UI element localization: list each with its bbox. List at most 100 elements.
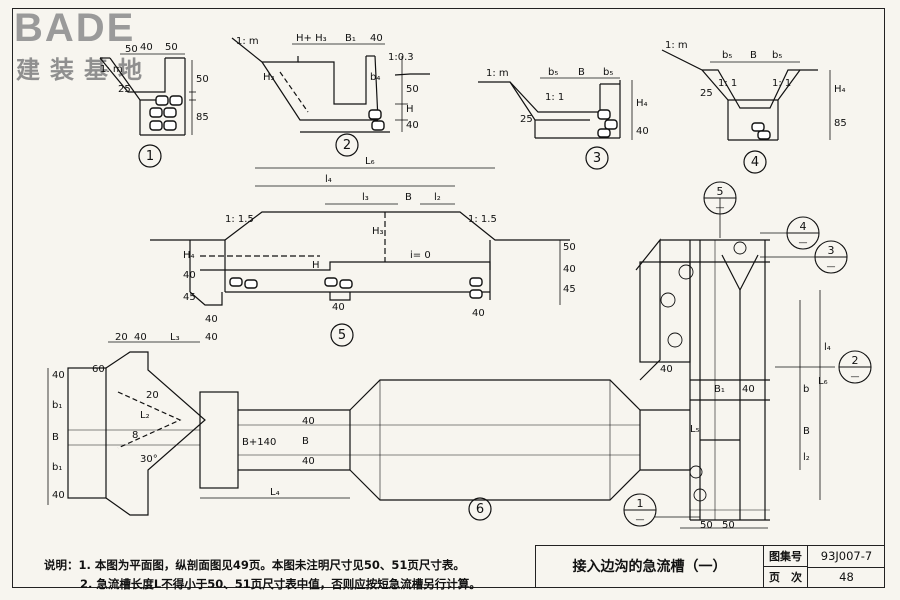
callout-4-number: 4 bbox=[800, 220, 807, 233]
section-2-drawing bbox=[231, 37, 430, 133]
s2-dim-5: H₃ bbox=[263, 72, 275, 83]
s4-dim-8: 85 bbox=[834, 118, 847, 129]
s5-dim-7: H₃ bbox=[372, 226, 384, 237]
section-4-number: 4 bbox=[751, 155, 759, 170]
callout-4-sub: — bbox=[799, 238, 808, 248]
s3-dim-1: b₅ bbox=[548, 67, 558, 78]
s4-dim-7: H₄ bbox=[834, 84, 846, 95]
s5-dim-4: l₂ bbox=[434, 192, 441, 203]
section-5-number: 5 bbox=[338, 328, 346, 343]
s1-dim-2: 50 bbox=[165, 42, 178, 53]
s5-dim-14: 40 bbox=[205, 314, 218, 325]
s6-dim-16: B bbox=[302, 436, 309, 447]
page-label: 页 次 bbox=[764, 567, 808, 588]
s6-dim-21: 40 bbox=[742, 384, 755, 395]
s4-dim-0: 1: m bbox=[665, 40, 688, 51]
section-6-number: 6 bbox=[476, 502, 484, 517]
s5-dim-11: 50 bbox=[563, 242, 576, 253]
s5-dim-9: i= 0 bbox=[410, 250, 431, 261]
logo-chinese: 建装基地 bbox=[16, 56, 152, 84]
section-2-marker bbox=[335, 133, 359, 157]
drawing-frame bbox=[12, 8, 885, 588]
title-block: 接入边沟的急流槽（一） 图集号 93J007-7 页 次 48 bbox=[535, 545, 885, 588]
callout-5-sub: — bbox=[716, 203, 725, 213]
s3-dim-4: 1: 1 bbox=[545, 92, 564, 103]
callout-1-sub: — bbox=[636, 515, 645, 525]
s5-dim-17: 40 bbox=[472, 308, 485, 319]
section-6-drawing bbox=[47, 341, 690, 516]
s2-dim-1: H+ H₃ bbox=[296, 33, 327, 44]
s2-dim-0: 1: m bbox=[236, 36, 259, 47]
note-1: 1. 本图为平面图，纵剖面图见49页。本图未注明尺寸见50、51页尺寸表。 bbox=[78, 558, 465, 572]
s6-dim-23: l₄ bbox=[824, 342, 831, 353]
s1-dim-3: 1: m bbox=[100, 64, 123, 75]
s6-dim-15: 40 bbox=[302, 416, 315, 427]
s5-dim-1: l₄ bbox=[325, 174, 332, 185]
s6-dim-11: L₂ bbox=[140, 410, 150, 421]
s6-dim-26: B bbox=[803, 426, 810, 437]
s5-dim-2: l₃ bbox=[362, 192, 369, 203]
s6-dim-12: 8 bbox=[132, 430, 138, 441]
section-4-drawing bbox=[661, 49, 831, 141]
section-1-drawing bbox=[99, 53, 196, 136]
atlas-label: 图集号 bbox=[764, 546, 808, 567]
s3-dim-5: 25 bbox=[520, 114, 533, 125]
s6-dim-18: L₄ bbox=[270, 487, 280, 498]
s2-dim-6: b₄ bbox=[370, 72, 380, 83]
junction-plan bbox=[635, 198, 835, 529]
s5-dim-18: 40 bbox=[183, 270, 196, 281]
s1-dim-0: 50 bbox=[125, 44, 138, 55]
section-3-marker bbox=[585, 146, 609, 170]
callout-3-number: 3 bbox=[828, 244, 835, 257]
s2-dim-3: 40 bbox=[370, 33, 383, 44]
notes: 说明：1. 本图为平面图，纵剖面图见49页。本图未注明尺寸见50、51页尺寸表。… bbox=[44, 556, 481, 594]
s4-dim-3: b₅ bbox=[772, 50, 782, 61]
logo-brand: BADE bbox=[14, 6, 136, 50]
s6-dim-0: 20 bbox=[115, 332, 128, 343]
callout-1-number: 1 bbox=[637, 497, 644, 510]
s5-dim-3: B bbox=[405, 192, 412, 203]
s6-dim-13: 30° bbox=[140, 454, 158, 465]
s3-dim-2: B bbox=[578, 67, 585, 78]
s5-dim-15: 45 bbox=[563, 284, 576, 295]
s2-dim-9: 40 bbox=[406, 120, 419, 131]
s6-dim-1: 40 bbox=[134, 332, 147, 343]
s6-dim-3: 40 bbox=[205, 332, 218, 343]
s6-dim-29: 50 bbox=[722, 520, 735, 531]
s2-dim-4: 1:0.3 bbox=[388, 52, 414, 63]
s1-dim-6: 85 bbox=[196, 112, 209, 123]
section-1-number: 1 bbox=[146, 149, 154, 164]
logo: BADE 建装基地 bbox=[8, 6, 173, 84]
notes-label: 说明： bbox=[44, 558, 79, 572]
s5-dim-16: 40 bbox=[332, 302, 345, 313]
s2-dim-8: H bbox=[406, 104, 414, 115]
s3-dim-7: 40 bbox=[636, 126, 649, 137]
s1-dim-4: 25 bbox=[118, 84, 131, 95]
s5-dim-10: H bbox=[312, 260, 320, 271]
s6-dim-22: L₆ bbox=[818, 376, 828, 387]
s6-dim-27: L₅ bbox=[690, 424, 700, 435]
s6-dim-24: b bbox=[803, 384, 809, 395]
s6-dim-6: b₁ bbox=[52, 400, 62, 411]
callout-5-number: 5 bbox=[717, 185, 724, 198]
callout-3-sub: — bbox=[827, 262, 836, 272]
s1-dim-5: 50 bbox=[196, 74, 209, 85]
s4-dim-5: 1: 1 bbox=[772, 78, 791, 89]
s3-dim-3: b₅ bbox=[603, 67, 613, 78]
s6-dim-28: 50 bbox=[700, 520, 713, 531]
s6-dim-14: B+140 bbox=[242, 437, 276, 448]
s6-dim-4: 60 bbox=[92, 364, 105, 375]
section-3-drawing bbox=[478, 77, 633, 140]
section-5-drawing bbox=[150, 167, 570, 306]
callout-2-sub: — bbox=[851, 372, 860, 382]
s5-dim-13: 45 bbox=[183, 292, 196, 303]
atlas-value: 93J007-7 bbox=[808, 546, 885, 568]
s6-dim-2: L₃ bbox=[170, 332, 180, 343]
s6-dim-19: 40 bbox=[660, 364, 673, 375]
s6-dim-8: b₁ bbox=[52, 462, 62, 473]
s3-dim-0: 1: m bbox=[486, 68, 509, 79]
s2-dim-2: B₁ bbox=[345, 33, 356, 44]
callout-2-number: 2 bbox=[852, 354, 859, 367]
s5-dim-5: 1: 1.5 bbox=[225, 214, 254, 225]
